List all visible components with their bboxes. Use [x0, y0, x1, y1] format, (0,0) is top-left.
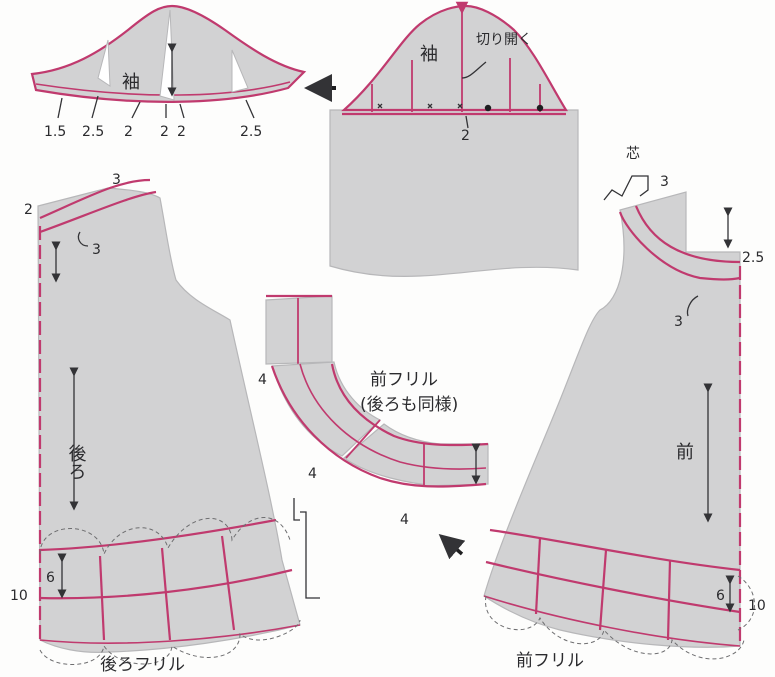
cut-open-note: 切り開く — [476, 32, 532, 48]
sleeve-width-2: 2.5 — [82, 124, 104, 140]
back-bodice-label: 後ろ — [66, 444, 87, 480]
sleeve-original-piece — [329, 1, 579, 277]
back-neck-top-measure: 3 — [112, 172, 121, 188]
sleeve-spread-label: 袖 — [122, 72, 140, 93]
front-neck-top-measure: 3 — [660, 174, 669, 190]
neck-frill-subtitle: (後ろも同様) — [360, 395, 458, 415]
front-neck-facing-measure: 3 — [674, 314, 683, 330]
neck-frill-title: 前フリル — [370, 370, 438, 390]
sleeve-gap-1 — [97, 39, 111, 87]
front-frill-height: 6 — [716, 588, 725, 604]
sleeve-spread-piece — [30, 4, 307, 119]
back-neck-side-measure: 2 — [24, 202, 33, 218]
neck-frill-width-2: 4 — [308, 466, 317, 482]
arrow-up-left-icon — [438, 534, 466, 560]
sleeve-bottom-measure: 2 — [461, 128, 470, 144]
sleeve-width-5: 2 — [177, 124, 186, 140]
neck-frill-width-1: 4 — [258, 372, 267, 388]
front-interfacing-label: 芯 — [626, 146, 640, 162]
back-bodice-piece — [37, 178, 320, 665]
front-bodice-piece — [483, 175, 755, 660]
front-frill-label: 前フリル — [516, 651, 584, 671]
back-frill-label: 後ろフリル — [100, 655, 185, 675]
back-neck-facing-measure: 3 — [92, 242, 101, 258]
neck-frill-width-3: 4 — [400, 512, 409, 528]
neck-frill-piece — [265, 294, 489, 488]
sleeve-width-1: 1.5 — [44, 124, 66, 140]
sleeve-width-4: 2 — [160, 124, 169, 140]
front-bodice-label: 前 — [676, 442, 694, 463]
sleeve-width-3: 2 — [124, 124, 133, 140]
back-frill-width: 10 — [10, 588, 28, 604]
sleeve-width-6: 2.5 — [240, 124, 262, 140]
sleeve-gap-3 — [231, 49, 249, 93]
front-neck-side-measure: 2.5 — [742, 250, 764, 266]
back-frill-height: 6 — [46, 570, 55, 586]
sleeve-original-label: 袖 — [420, 44, 438, 65]
front-frill-width: 10 — [748, 598, 766, 614]
